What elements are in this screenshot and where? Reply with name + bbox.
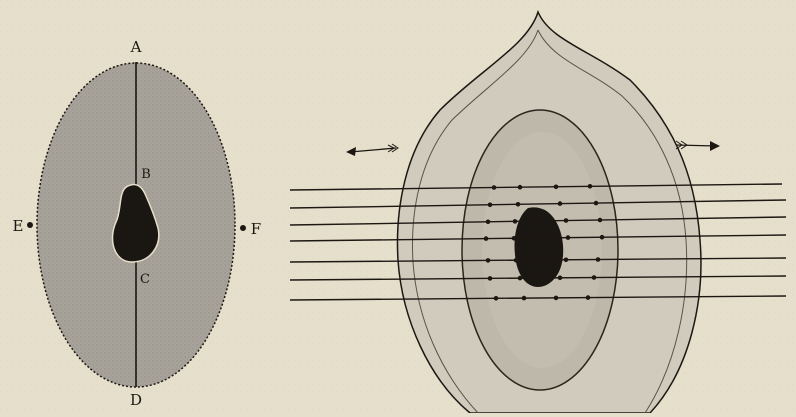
line-dot — [522, 296, 527, 301]
line-dot — [588, 184, 593, 189]
line-dot — [592, 275, 597, 280]
line-dot — [518, 276, 523, 281]
label-F: F — [251, 220, 261, 238]
line-dot — [484, 236, 489, 241]
line-dot — [516, 202, 521, 207]
line-dot — [558, 276, 563, 281]
line-dot — [488, 203, 493, 208]
line-dot — [554, 185, 559, 190]
line-dot — [512, 236, 517, 241]
line-dot — [554, 296, 559, 301]
line-dot — [514, 258, 519, 263]
line-dot — [564, 258, 569, 263]
label-B: B — [141, 167, 151, 182]
line-dot — [600, 235, 605, 240]
label-E: E — [13, 217, 24, 235]
label-A: A — [130, 38, 142, 56]
label-D: D — [130, 391, 142, 409]
line-dot — [513, 219, 518, 224]
line-dot — [492, 185, 497, 190]
point-F-dot — [240, 225, 246, 231]
line-dot — [488, 276, 493, 281]
line-dot — [566, 235, 571, 240]
line-dot — [486, 258, 491, 263]
line-dot — [564, 218, 569, 223]
line-dot — [594, 201, 599, 206]
line-dot — [486, 220, 491, 225]
line-dot — [596, 257, 601, 262]
line-dot — [494, 296, 499, 301]
line-dot — [518, 185, 523, 190]
line-dot — [558, 201, 563, 206]
line-dot — [598, 218, 603, 223]
line-dot — [586, 295, 591, 300]
label-C: C — [140, 272, 150, 287]
point-E-dot — [27, 222, 33, 228]
